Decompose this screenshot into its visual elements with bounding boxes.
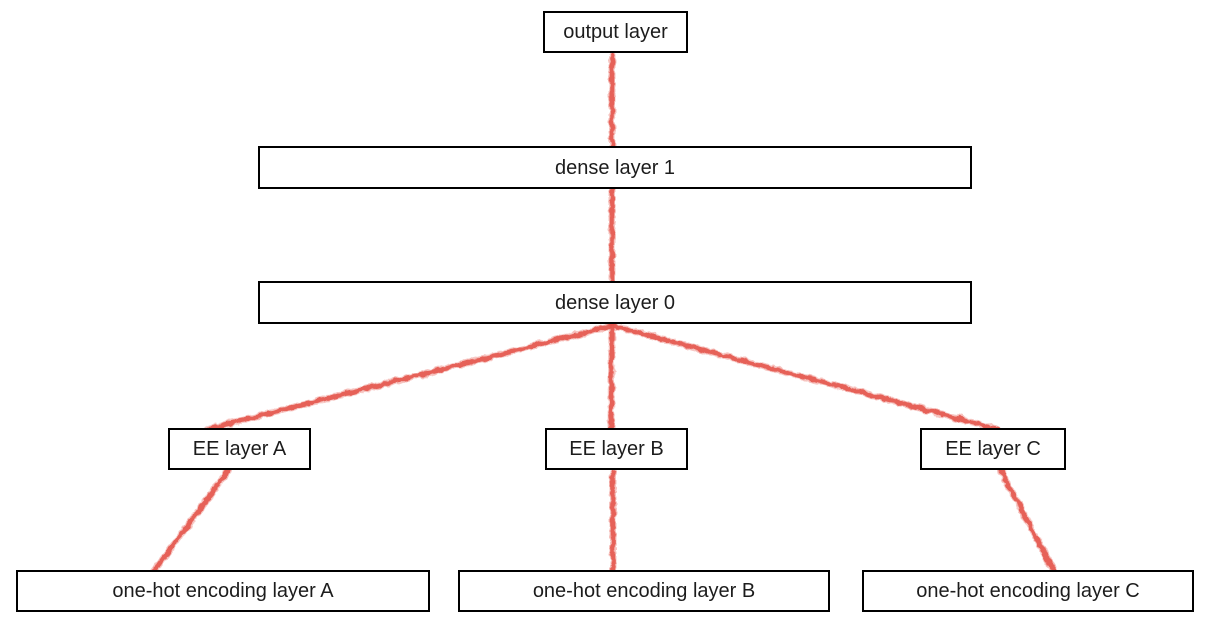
edge-onehot-c-ee-c [998,468,1057,574]
node-ee-layer-b: EE layer B [545,428,688,470]
node-one-hot-encoding-layer-b: one-hot encoding layer B [458,570,830,612]
node-dense-layer-1: dense layer 1 [258,146,972,189]
edge-ee-a-dense0 [205,323,614,432]
node-label-one-hot-encoding-layer-a: one-hot encoding layer A [112,580,334,602]
edge-onehot-a-ee-a [151,468,231,574]
node-label-ee-layer-a: EE layer A [192,438,287,460]
node-label-dense-layer-1: dense layer 1 [554,156,676,179]
edge-ee-b-dense0 [608,323,615,432]
node-label-ee-layer-c: EE layer C [945,438,1041,460]
node-label-dense-layer-0: dense layer 0 [554,291,676,314]
node-one-hot-encoding-layer-a: one-hot encoding layer A [16,570,430,612]
node-label-one-hot-encoding-layer-b: one-hot encoding layer B [532,580,756,602]
node-label-one-hot-encoding-layer-c: one-hot encoding layer C [916,580,1140,602]
node-ee-layer-c: EE layer C [920,428,1066,470]
node-label-output-layer: output layer [563,21,668,43]
node-ee-layer-a: EE layer A [168,428,311,470]
node-label-ee-layer-b: EE layer B [569,438,664,460]
node-output-layer: output layer [543,11,688,53]
node-one-hot-encoding-layer-c: one-hot encoding layer C [862,570,1194,612]
node-dense-layer-0: dense layer 0 [258,281,972,324]
edge-ee-c-dense0 [611,323,1000,432]
